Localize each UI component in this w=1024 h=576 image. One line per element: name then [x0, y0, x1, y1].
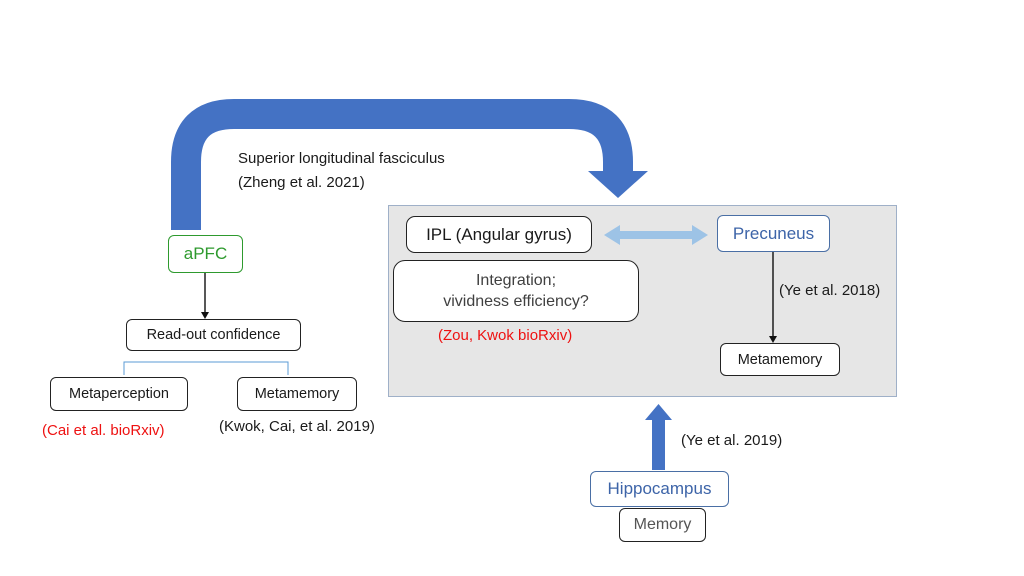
- apfc-to-readout-arrowhead: [201, 312, 209, 319]
- memory-node: Memory: [619, 508, 706, 542]
- cai-citation: (Cai et al. bioRxiv): [42, 422, 165, 439]
- ye-2018-citation: (Ye et al. 2018): [779, 282, 881, 299]
- ipl-node: IPL (Angular gyrus): [406, 216, 592, 253]
- metamemory-right-node: Metamemory: [720, 343, 840, 376]
- kwok-citation: (Kwok, Cai, et al. 2019): [219, 418, 375, 435]
- readout-bracket: [123, 361, 289, 375]
- integration-node: Integration; vividness efficiency?: [393, 260, 639, 322]
- readout-confidence-node: Read-out confidence: [126, 319, 301, 351]
- ye-2019-citation: (Ye et al. 2019): [681, 432, 783, 449]
- precuneus-to-metamemory-arrowhead: [769, 336, 777, 343]
- hippocampus-arrowhead: [645, 404, 672, 420]
- zou-citation: (Zou, Kwok bioRxiv): [438, 327, 573, 344]
- integration-line-1: Integration;: [475, 272, 557, 289]
- apfc-node: aPFC: [168, 235, 243, 273]
- tract-citation: (Zheng et al. 2021): [238, 174, 365, 191]
- tract-label: Superior longitudinal fasciculus: [238, 150, 445, 167]
- ipl-precuneus-double-arrow: [604, 225, 708, 245]
- tract-arrowhead: [588, 171, 648, 198]
- tract-arrow: [171, 99, 633, 230]
- precuneus-node: Precuneus: [717, 215, 830, 252]
- hippocampus-arrow-shaft: [652, 418, 665, 470]
- metamemory-left-node: Metamemory: [237, 377, 357, 411]
- hippocampus-node: Hippocampus: [590, 471, 729, 507]
- integration-line-2: vividness efficiency?: [443, 293, 589, 310]
- metaperception-node: Metaperception: [50, 377, 188, 411]
